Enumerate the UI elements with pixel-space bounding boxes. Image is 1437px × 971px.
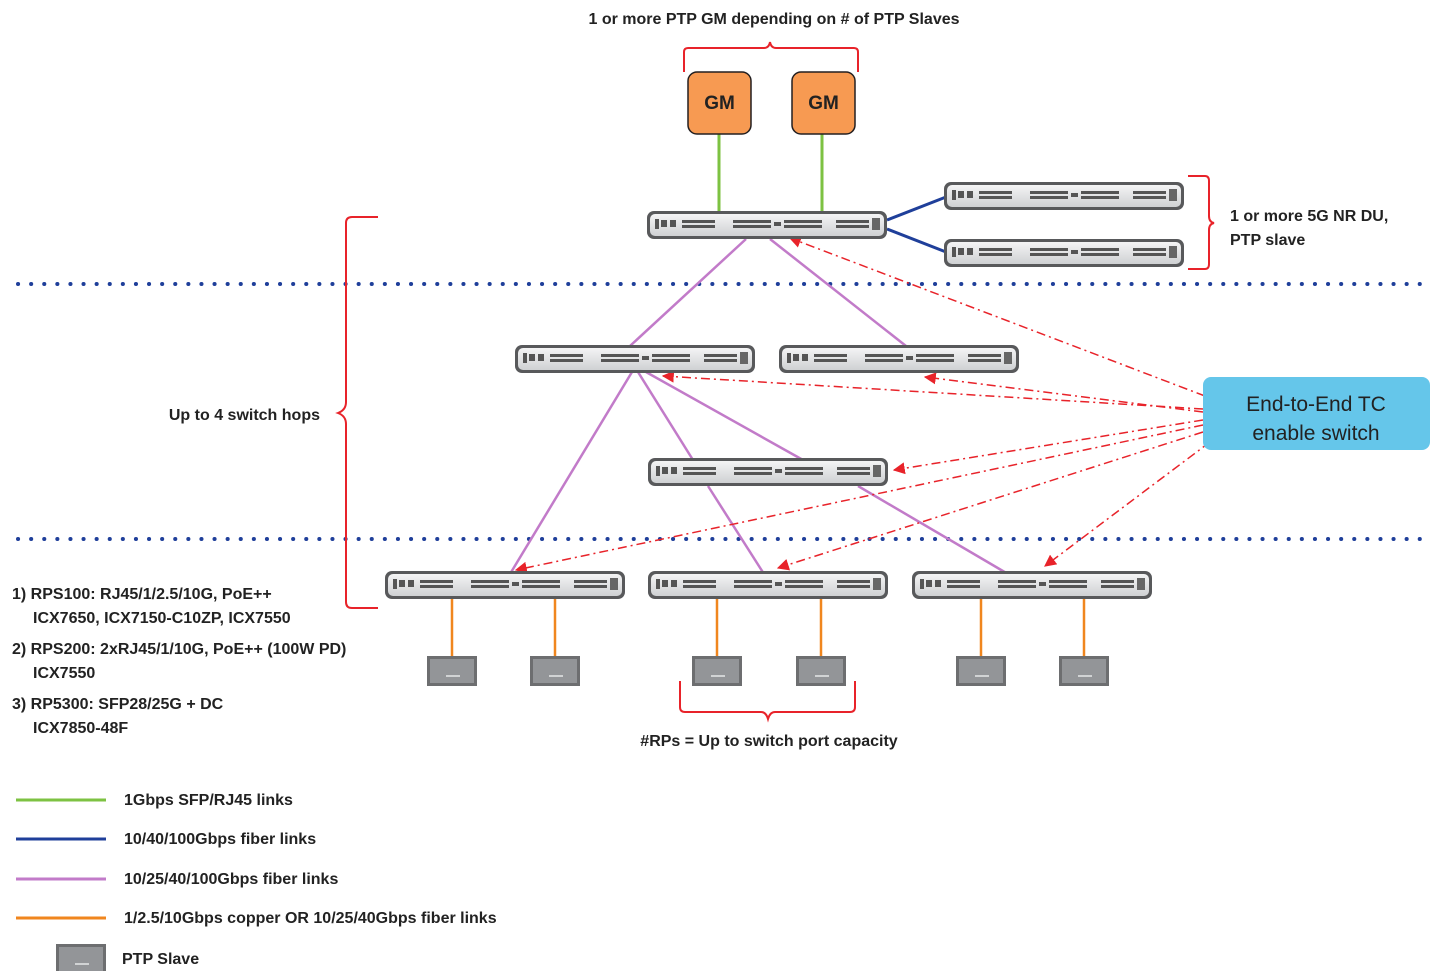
legend-label-copper: 1/2.5/10Gbps copper OR 10/25/40Gbps fibe… <box>124 910 497 927</box>
du-label-line2: PTP slave <box>1230 232 1305 249</box>
access-switch-2 <box>648 571 888 599</box>
note-2-line2: ICX7550 <box>33 665 95 682</box>
mid-switch <box>648 458 888 486</box>
du-bracket <box>1188 175 1215 270</box>
legend-label-1g: 1Gbps SFP/RJ45 links <box>124 792 293 809</box>
tc-switch-callout: End-to-End TC enable switch <box>1203 377 1430 450</box>
legend-ptp-slave-icon <box>56 944 106 971</box>
legend-label-ptp-slave: PTP Slave <box>122 951 199 968</box>
du-label-line1: 1 or more 5G NR DU, <box>1230 208 1388 225</box>
core-switch <box>647 211 887 239</box>
note-1-line2: ICX7650, ICX7150-C10ZP, ICX7550 <box>33 610 291 627</box>
gm-device-2: GM <box>791 71 856 135</box>
gm-label: GM <box>808 93 839 114</box>
gm-device-1: GM <box>687 71 752 135</box>
tc-label-line2: enable switch <box>1252 422 1379 445</box>
ptp-slave <box>956 656 1006 686</box>
legend: 1Gbps SFP/RJ45 links 10/40/100Gbps fiber… <box>16 792 497 971</box>
hops-bracket <box>335 216 378 609</box>
tc-arrows <box>514 236 1211 574</box>
ptp-slave <box>796 656 846 686</box>
ptp-slave <box>692 656 742 686</box>
rps-notes: 1) RPS100: RJ45/1/2.5/10G, PoE++ ICX7650… <box>12 586 346 737</box>
du-link-2 <box>886 227 947 254</box>
note-2-line1: 2) RPS200: 2xRJ45/1/10G, PoE++ (100W PD) <box>12 641 346 658</box>
agg-switch-left <box>515 345 755 373</box>
legend-label-100g: 10/40/100Gbps fiber links <box>124 831 316 848</box>
agg-switch-right <box>779 345 1019 373</box>
ptp-slave <box>1059 656 1109 686</box>
hops-label: Up to 4 switch hops <box>169 407 320 424</box>
ptp-slave <box>427 656 477 686</box>
du-switch-1 <box>944 182 1184 210</box>
purple-links <box>508 238 1009 576</box>
rp-capacity-label: #RPs = Up to switch port capacity <box>640 733 898 750</box>
gm-caption: 1 or more PTP GM depending on # of PTP S… <box>588 11 959 28</box>
note-3-line1: 3) RP5300: SFP28/25G + DC <box>12 696 224 713</box>
gm-label: GM <box>704 93 735 114</box>
orange-links <box>450 598 1086 657</box>
legend-label-25g: 10/25/40/100Gbps fiber links <box>124 871 338 888</box>
note-1-line1: 1) RPS100: RJ45/1/2.5/10G, PoE++ <box>12 586 272 603</box>
rp-bracket <box>679 681 856 723</box>
access-switch-1 <box>385 571 625 599</box>
tc-label-line1: End-to-End TC <box>1246 393 1386 416</box>
du-link-1 <box>886 195 947 222</box>
du-switch-2 <box>944 239 1184 267</box>
note-3-line2: ICX7850-48F <box>33 720 128 737</box>
gm-bracket <box>683 41 859 72</box>
ptp-slave <box>530 656 580 686</box>
access-switch-3 <box>912 571 1152 599</box>
